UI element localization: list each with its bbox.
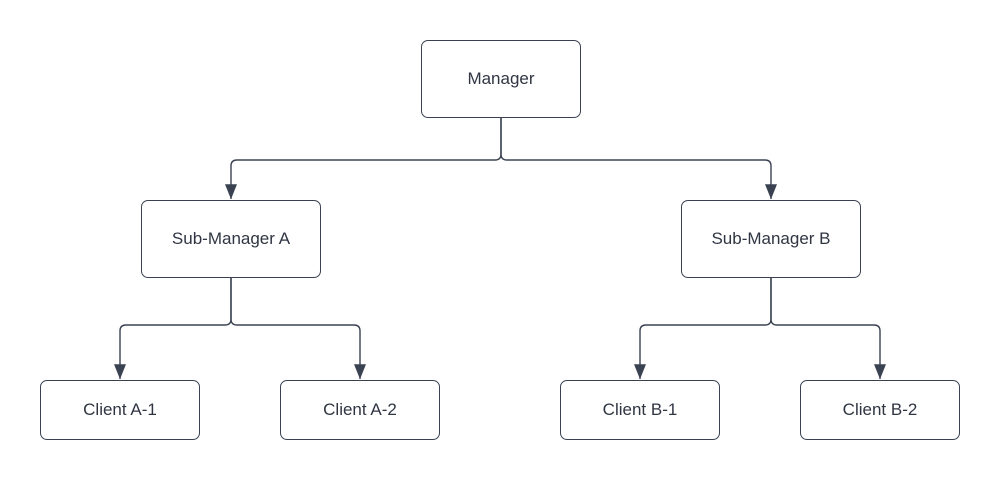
node-sub-manager-a-label: Sub-Manager A (171, 228, 291, 248)
edge-manager-to-sub-manager-b (500, 118, 777, 200)
node-sub-manager-b-label: Sub-Manager B (711, 228, 831, 248)
edge-sub-manager-b-to-client-b1 (634, 278, 772, 380)
node-client-a2-label: Client A-2 (323, 399, 397, 419)
node-client-b2[interactable]: Client B-2 (800, 380, 960, 440)
node-client-b1[interactable]: Client B-1 (560, 380, 720, 440)
edge-sub-manager-a-to-client-a2 (230, 278, 366, 380)
node-client-b2-label: Client B-2 (842, 399, 918, 419)
edge-manager-to-sub-manager-a (225, 118, 502, 200)
node-client-a1-label: Client A-1 (83, 399, 157, 419)
edge-sub-manager-a-to-client-a1 (114, 278, 232, 380)
node-client-a2[interactable]: Client A-2 (280, 380, 440, 440)
node-manager-label: Manager (467, 68, 535, 88)
node-manager[interactable]: Manager (421, 40, 581, 118)
edge-sub-manager-b-to-client-b2 (770, 278, 886, 380)
node-client-b1-label: Client B-1 (602, 399, 678, 419)
node-sub-manager-b[interactable]: Sub-Manager B (681, 200, 861, 278)
node-sub-manager-a[interactable]: Sub-Manager A (141, 200, 321, 278)
node-client-a1[interactable]: Client A-1 (40, 380, 200, 440)
